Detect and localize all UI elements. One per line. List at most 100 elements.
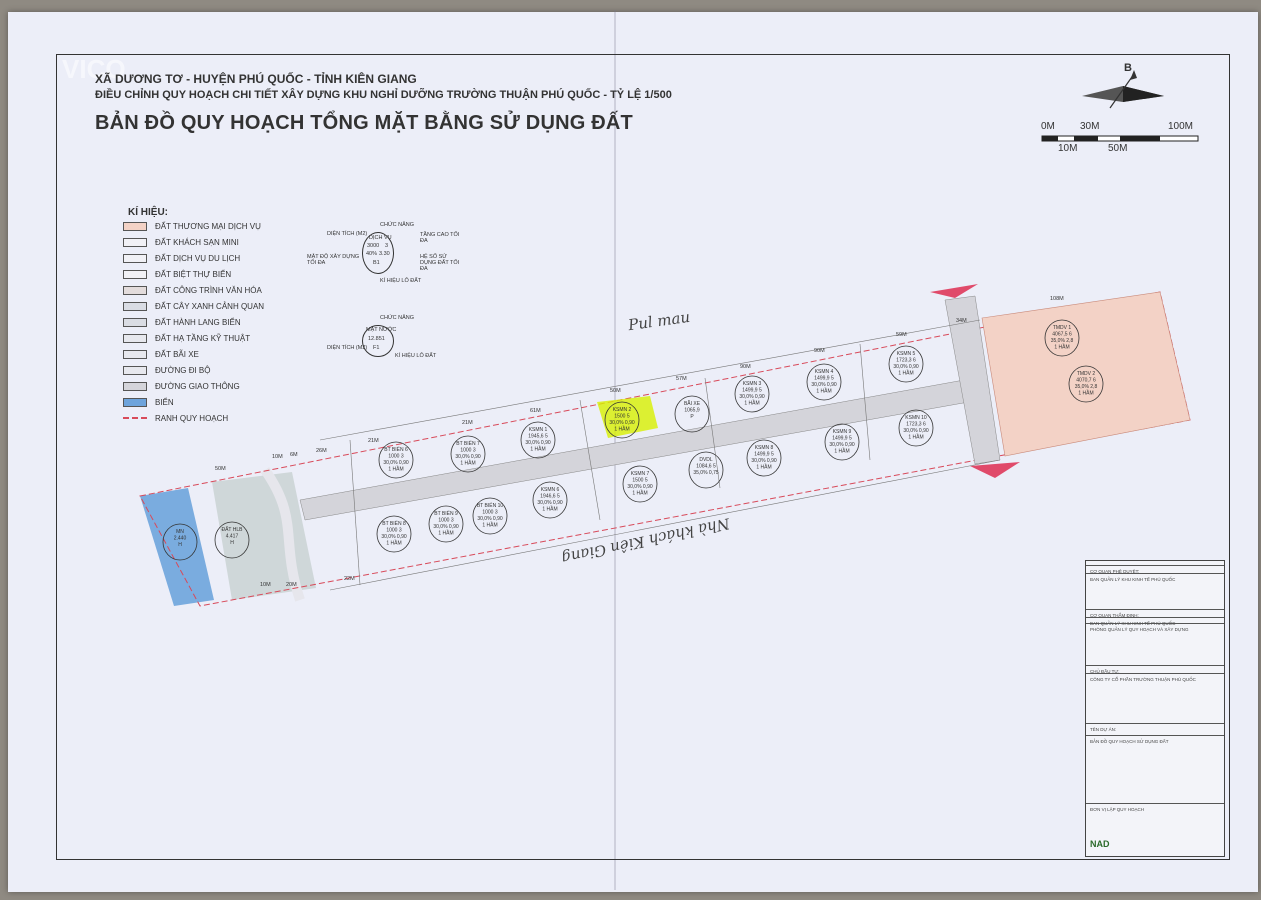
lot-circle (376, 515, 412, 553)
lot-name: KSMN 6 (541, 487, 560, 493)
title-block-text: CÔNG TY CỔ PHẦN TRƯỜNG THUẬN PHÚ QUỐC (1090, 677, 1196, 682)
lot-b: 30,0% 0,90 (537, 500, 563, 506)
legend-swatch (123, 285, 147, 295)
lot-c: 1 HẦM (388, 466, 403, 473)
sample2-func: MẶT NƯỚC (366, 327, 397, 333)
title-block-row (1086, 723, 1224, 724)
legend-swatch (123, 317, 147, 327)
map-title: BẢN ĐỒ QUY HOẠCH TỔNG MẶT BẰNG SỬ DỤNG Đ… (95, 112, 633, 134)
commercial-area (981, 291, 1191, 457)
lot-b: 30,0% 0,90 (381, 534, 407, 540)
drawing-frame (56, 54, 1230, 860)
lot-name: MN (176, 529, 184, 535)
legend-swatch (123, 253, 147, 263)
dimension-label: 57M (676, 376, 687, 382)
title-block-row (1086, 665, 1224, 666)
lot-circle (378, 441, 414, 479)
dimension-label: 50M (215, 466, 226, 472)
lot-name: BT BIỂN 6 (384, 446, 408, 453)
title-block-row (1086, 623, 1224, 624)
lot-b: 30,0% 0,90 (829, 442, 855, 448)
lot-c: 1 HẦM (834, 448, 849, 455)
lot-circle (1044, 319, 1080, 357)
dimension-label: 90M (740, 364, 751, 370)
title-block-text: CƠ QUAN PHÊ DUYỆT: (1090, 569, 1140, 574)
title-block-row (1086, 735, 1224, 736)
lot-circle (734, 375, 770, 413)
lot-b: 35,0% 0,75 (693, 470, 719, 476)
south-arrow-marker (970, 462, 1020, 478)
dimension-label: 90M (814, 348, 825, 354)
legend-swatch (123, 221, 147, 231)
lot-c: 1 HẦM (438, 530, 453, 537)
lot-b: 35,0% 2,8 (1051, 338, 1074, 344)
sample-code: B1 (373, 260, 380, 266)
lot-name: ĐẤT HLB (221, 526, 243, 533)
legend-swatch (123, 237, 147, 247)
legend-label: ĐẤT HÀNH LANG BIỂN (155, 317, 241, 327)
lot-name: BÃI XE (684, 400, 701, 407)
lot-a: 1000 3 (386, 528, 402, 534)
lot-a: 1499,9 5 (742, 388, 762, 394)
legend-swatch (123, 269, 147, 279)
legend-label: ĐẤT BÃI XE (155, 349, 199, 359)
sample2-code-label: KÍ HIỆU LÔ ĐẤT (395, 353, 437, 359)
lot-circle (214, 521, 250, 559)
lot-a: 1723,3 6 (906, 422, 926, 428)
lot-b: 30,0% 0,90 (893, 364, 919, 370)
lot-circle (472, 497, 508, 535)
lot-a: 2.440 (174, 536, 187, 542)
legend-label: ĐƯỜNG ĐI BỘ (155, 365, 211, 375)
lot-circle (824, 423, 860, 461)
legend-swatch (123, 365, 147, 375)
lot-circle (674, 395, 710, 433)
lot-circle (806, 363, 842, 401)
legend-item: ĐƯỜNG ĐI BỘ (123, 364, 210, 376)
lot-b: 30,0% 0,90 (433, 524, 459, 530)
legend-item: ĐẤT BIỆT THỰ BIỂN (123, 268, 231, 280)
dimension-label: 20M (286, 582, 297, 588)
lot-a: 1499,9 5 (754, 452, 774, 458)
legend-item: ĐẤT THƯƠNG MẠI DỊCH VỤ (123, 220, 261, 232)
sample-code-label: KÍ HIỆU LÔ ĐẤT (380, 278, 422, 284)
lot-c: 1 HẦM (542, 506, 557, 513)
lot-name: KSMN 9 (833, 429, 852, 435)
dimension-label: 10M (272, 454, 283, 460)
lot-circle (898, 409, 934, 447)
lot-name: KSMN 2 (613, 407, 632, 413)
sample-far-label: HỆ SỐ SỬ DỤNG ĐẤT TỐI ĐA (420, 254, 460, 272)
lot-name: DVDL (699, 457, 713, 463)
legend-label: ĐẤT HẠ TẦNG KỸ THUẬT (155, 333, 251, 343)
sample-density-label: MẬT ĐỘ XÂY DỰNG TỐI ĐA (307, 254, 360, 266)
title-block-text: BAN QUẢN LÝ KHU KINH TẾ PHÚ QUỐC (1090, 577, 1176, 582)
legend-label: ĐẤT DỊCH VỤ DU LỊCH (155, 253, 241, 263)
legend-title: KÍ HIỆU: (128, 207, 168, 218)
lot-c: 1 HẦM (614, 426, 629, 433)
lot-c: 1 HẦM (816, 388, 831, 395)
legend-item: ĐẤT CÔNG TRÌNH VĂN HÓA (123, 284, 262, 296)
watermark: VICO (62, 54, 126, 84)
lot-name: KSMN 8 (755, 445, 774, 451)
lot-b: 30,0% 0,90 (455, 454, 481, 460)
lot-b: 30,0% 0,90 (751, 458, 777, 464)
sample-density: 40% (366, 251, 378, 257)
lot-c: 1 HẦM (1054, 344, 1069, 351)
lot-a: 1000 3 (460, 448, 476, 454)
dimension-label: 50M (610, 388, 621, 394)
dimension-label: 22M (344, 576, 355, 582)
title-block-text: CƠ QUAN THẨM ĐỊNH: (1090, 613, 1139, 618)
lot-a: 1000 3 (388, 454, 404, 460)
sample2-code: F1 (373, 345, 380, 351)
legend-label: ĐẤT CÔNG TRÌNH VĂN HÓA (155, 285, 262, 295)
legend-label: ĐẤT CÂY XANH CẢNH QUAN (155, 301, 265, 311)
legend-swatch (123, 397, 147, 407)
title-block-row (1086, 609, 1224, 610)
